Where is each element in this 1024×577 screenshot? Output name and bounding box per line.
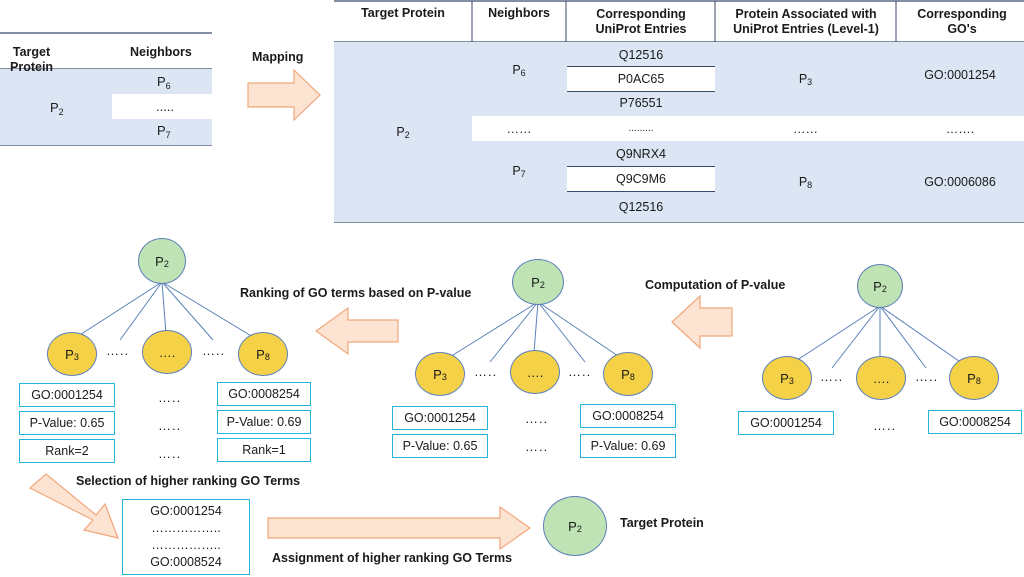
group2-entry-3: Q12516 [618,199,664,214]
main-header-uniprot: Corresponding UniProt Entries [595,7,687,36]
left-table-header-neighbors: Neighbors [130,45,192,59]
tree-left-pval-left: P-Value: 0.65 [19,411,115,435]
tree-middle-edges [444,301,625,363]
selected-go-box: GO:0001254 …………….. …………….. GO:0008524 [122,499,250,575]
left-table-neighbor-3: P7 [157,123,171,140]
left-table-neighbor-2: ..... [156,99,175,114]
entry-separator-1 [567,66,715,92]
computation-label: Computation of P-value [645,278,786,292]
group2-entry-2: Q9C9M6 [615,171,667,186]
tree-middle-go-dots: ….. [525,411,549,426]
tree-left-child-mid: …. [142,330,192,374]
selected-go-line-2: …………….. [151,521,221,535]
tree-right-go-dots: ….. [873,418,897,433]
middle-go: ……. [945,121,975,136]
middle-assoc: …… [793,121,818,136]
main-header-target: Target Protein [361,5,445,20]
tree-middle-child-mid: …. [510,350,560,394]
assignment-arrow [267,505,532,551]
group2-entry-1: Q9NRX4 [615,146,667,161]
entry-separator-2 [567,166,715,192]
main-header-neighbors: Neighbors [488,5,550,20]
tree-left-sep-2: ….. [202,343,226,358]
mapping-arrow [247,68,321,122]
tree-middle-pval-dots: ….. [525,439,549,454]
selected-go-line-3: …………….. [151,538,221,552]
left-table-neighbor-1: P6 [157,74,171,91]
selected-go-line-1: GO:0001254 [150,504,222,518]
middle-neighbor: …… [506,121,532,136]
tree-left-edges [71,281,259,341]
tree-left-rank-left: Rank=2 [19,439,115,463]
tree-middle-go-left: GO:0001254 [392,406,488,430]
tree-right-sep-1: ….. [820,369,844,384]
group1-entry-2: P0AC65 [617,71,665,86]
ranking-label: Ranking of GO terms based on P-value [240,286,472,300]
main-header-go: Corresponding GO's [917,7,1007,36]
tree-middle-pval-right: P-Value: 0.69 [580,434,676,458]
tree-right-sep-2: ….. [915,369,939,384]
ranking-arrow [314,306,399,356]
tree-right-go-right: GO:0008254 [928,410,1022,434]
main-header-associated: Protein Associated with UniProt Entries … [733,7,879,36]
tree-left-pval-right: P-Value: 0.69 [217,410,311,434]
tree-left-go-dots: ….. [158,390,182,405]
left-table-target: P2 [50,100,64,117]
tree-right-edges [787,305,967,369]
middle-entries: ......... [628,123,654,134]
tree-right-child-mid: …. [856,356,906,400]
computation-arrow [671,294,733,350]
group1-entry-1: Q12516 [618,47,664,62]
tree-left-pval-dots: ….. [158,418,182,433]
left-table-gap-row [112,94,212,119]
group2-go: GO:0006086 [924,174,996,189]
group1-entry-3: P76551 [619,96,663,110]
tree-left-rank-dots: ….. [158,446,182,461]
tree-middle-sep-2: ….. [568,364,592,379]
selected-go-line-4: GO:0008524 [150,555,222,569]
mapping-label: Mapping [252,50,304,64]
tree-left-go-right: GO:0008254 [217,382,311,406]
target-protein-label: Target Protein [620,516,704,530]
assignment-label: Assignment of higher ranking GO Terms [272,551,513,565]
tree-left-go-left: GO:0001254 [19,383,115,407]
tree-right-go-left: GO:0001254 [738,411,834,435]
tree-left-sep-1: ….. [106,343,130,358]
tree-middle-go-right: GO:0008254 [580,404,676,428]
selection-label: Selection of higher ranking GO Terms [76,474,301,488]
left-table-header-target: Target Protein [10,45,54,74]
selection-arrow [28,473,119,539]
tree-middle-sep-1: ….. [474,364,498,379]
main-table-middle-row [472,116,1024,141]
tree-middle-pval-left: P-Value: 0.65 [392,434,488,458]
tree-left-rank-right: Rank=1 [217,438,311,462]
group1-go: GO:0001254 [924,68,996,82]
